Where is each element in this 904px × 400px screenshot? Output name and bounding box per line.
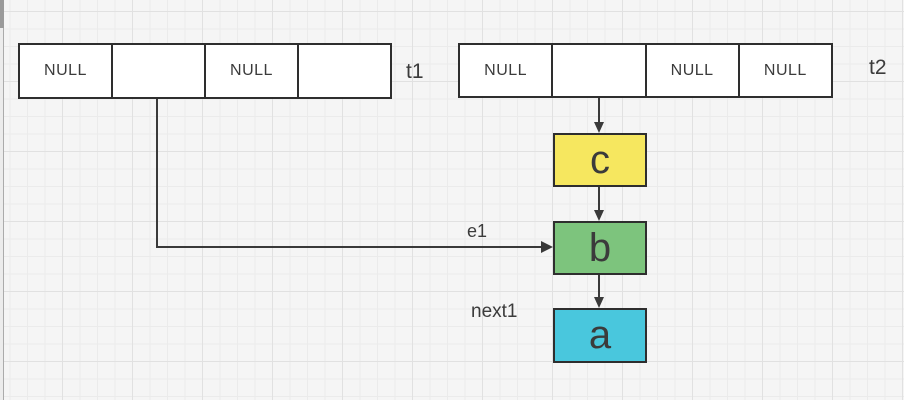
arrowhead-down-icon bbox=[594, 210, 604, 221]
edge-t1-to-b-vertical[interactable] bbox=[156, 99, 158, 248]
arrowhead-down-icon bbox=[594, 297, 604, 308]
label-next1[interactable]: next1 bbox=[471, 301, 518, 322]
edge-c-to-b[interactable] bbox=[598, 187, 600, 211]
edge-t1-to-b-horizontal[interactable] bbox=[156, 246, 542, 248]
array-t2-cell-3[interactable]: NULL bbox=[737, 45, 831, 96]
array-t1-cell-3[interactable] bbox=[297, 45, 390, 97]
array-t2-cell-1[interactable] bbox=[551, 45, 645, 96]
node-b-label: b bbox=[588, 225, 612, 270]
edge-t2-to-c[interactable] bbox=[598, 98, 600, 123]
node-c[interactable]: c bbox=[553, 133, 647, 187]
scrollbar-track[interactable] bbox=[0, 0, 4, 400]
array-t1-cell-0[interactable]: NULL bbox=[20, 45, 111, 97]
node-a[interactable]: a bbox=[553, 308, 647, 363]
node-c-label: c bbox=[590, 137, 610, 182]
arrowhead-down-icon bbox=[594, 122, 604, 133]
array-t1-cell-2[interactable]: NULL bbox=[204, 45, 297, 97]
label-t1[interactable]: t1 bbox=[406, 60, 424, 83]
label-t2[interactable]: t2 bbox=[869, 56, 887, 79]
array-t1[interactable]: NULL NULL bbox=[18, 43, 392, 99]
edge-b-to-a[interactable] bbox=[598, 275, 600, 298]
array-t2-cell-2[interactable]: NULL bbox=[644, 45, 738, 96]
label-e1[interactable]: e1 bbox=[467, 221, 488, 241]
array-t2[interactable]: NULL NULL NULL bbox=[458, 43, 833, 98]
array-t1-cell-1[interactable] bbox=[111, 45, 204, 97]
node-a-label: a bbox=[588, 313, 612, 357]
arrowhead-right-icon bbox=[541, 241, 553, 253]
array-t2-cell-0[interactable]: NULL bbox=[460, 45, 552, 96]
scrollbar-thumb[interactable] bbox=[0, 0, 4, 28]
node-b[interactable]: b bbox=[553, 221, 647, 275]
